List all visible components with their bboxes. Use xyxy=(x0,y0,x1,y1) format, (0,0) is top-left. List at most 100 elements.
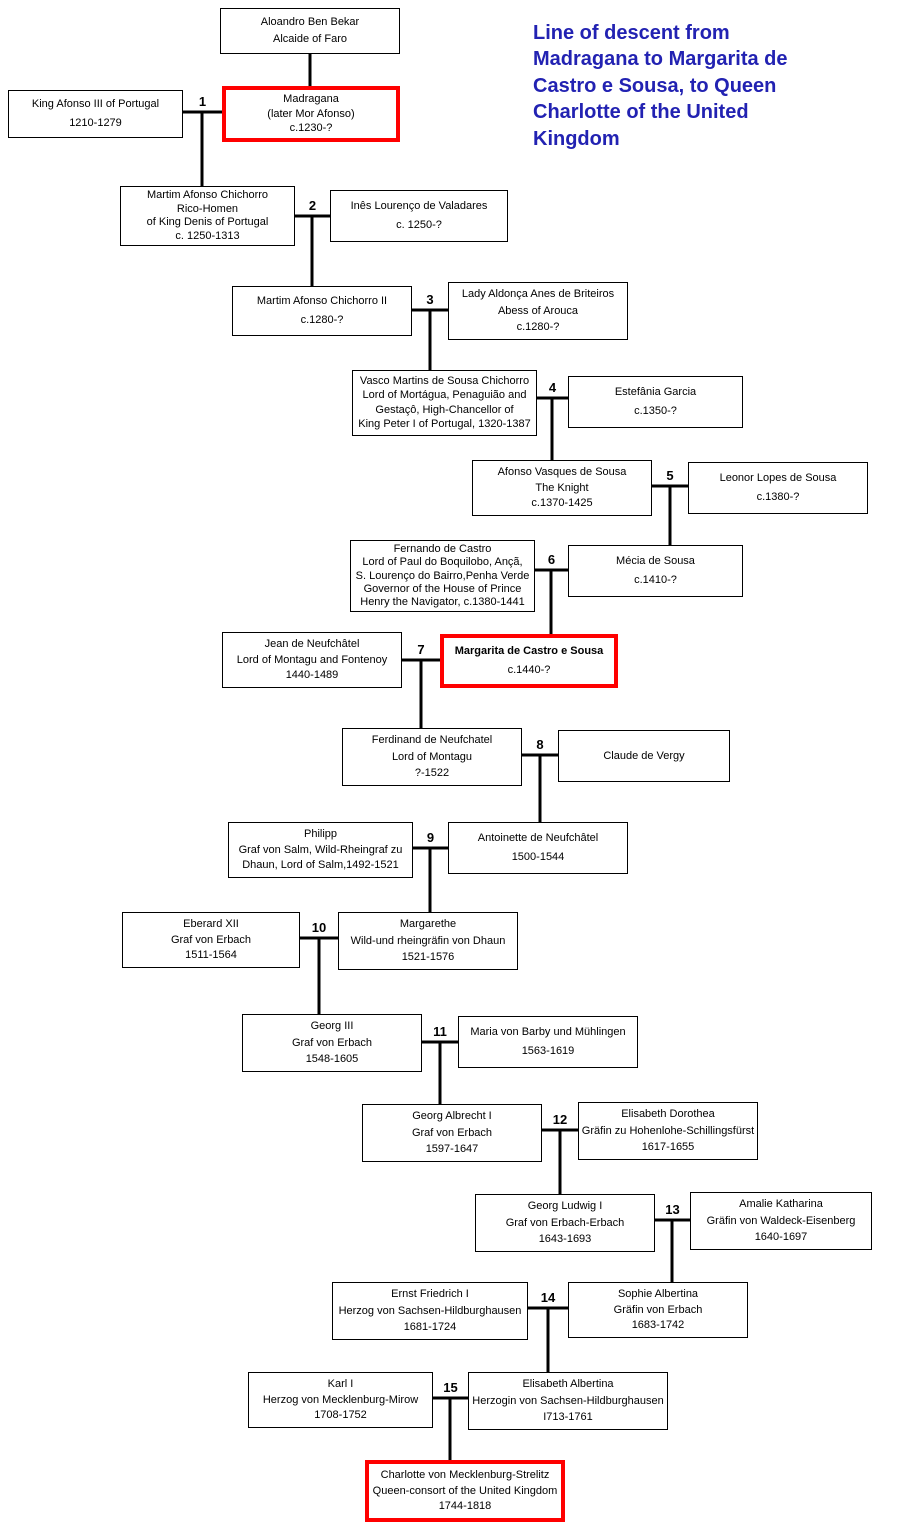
person-name: Margarethe xyxy=(399,918,457,931)
person-detail: 1681-1724 xyxy=(403,1320,457,1333)
person-detail: c.1280-? xyxy=(516,320,560,333)
person-name: Claude de Vergy xyxy=(603,749,685,762)
person-detail: c.1370-1425 xyxy=(531,497,593,510)
person-detail: c.1380-? xyxy=(756,491,800,504)
union-number: 7 xyxy=(417,642,424,657)
union-number: 8 xyxy=(536,737,543,752)
person-detail: Graf von Erbach xyxy=(170,933,252,946)
union-number: 9 xyxy=(427,830,434,845)
person-box-leonor-lopes-de-sousa: Leonor Lopes de Sousa c.1380-? xyxy=(688,462,868,514)
person-detail: 1440-1489 xyxy=(285,669,339,682)
person-name: Sophie Albertina xyxy=(617,1287,699,1300)
person-name: Amalie Katharina xyxy=(739,1198,823,1211)
person-box-martim-afonso-chichorro-ii: Martim Afonso Chichorro II c.1280-? xyxy=(232,286,412,336)
union-number: 1 xyxy=(199,94,206,109)
union-number: 10 xyxy=(312,920,326,935)
person-detail: Gestaçô, High-Chancellor of xyxy=(375,403,514,416)
person-detail: Graf von Erbach-Erbach xyxy=(505,1216,625,1229)
person-detail: Herzog von Mecklenburg-Mirow xyxy=(262,1393,419,1406)
person-detail: Dhaun, Lord of Salm,1492-1521 xyxy=(242,859,399,872)
person-detail: Abess of Arouca xyxy=(497,304,579,317)
person-detail: 1597-1647 xyxy=(425,1142,479,1155)
person-detail: King Peter I of Portugal, 1320-1387 xyxy=(358,418,531,431)
person-detail: Wild-und rheingräfin von Dhaun xyxy=(350,934,506,947)
person-detail: 1511-1564 xyxy=(185,949,237,962)
person-name: Karl I xyxy=(327,1377,354,1390)
person-detail: c. 1250-? xyxy=(396,219,442,232)
person-detail: 1210-1279 xyxy=(69,116,122,129)
person-detail: Queen-consort of the United Kingdom xyxy=(372,1484,558,1497)
person-detail: 1744-1818 xyxy=(438,1500,492,1513)
person-name: Georg Albrecht I xyxy=(412,1110,492,1123)
person-detail: Graf von Erbach xyxy=(411,1126,493,1139)
person-detail: Henry the Navigator, c.1380-1441 xyxy=(360,595,525,608)
person-name: Margarita de Castro e Sousa xyxy=(454,645,604,658)
person-box-ines-lourenco-de-valadares: Inês Lourenço de Valadares c. 1250-? xyxy=(330,190,508,242)
person-detail: c.1280-? xyxy=(300,314,344,326)
person-detail: c.1350-? xyxy=(634,405,677,418)
person-detail: c.1410-? xyxy=(634,574,677,587)
person-name: Fernando de Castro xyxy=(393,543,492,556)
person-name: King Afonso III of Portugal xyxy=(31,98,160,111)
person-detail: Herzog von Sachsen-Hildburghausen xyxy=(338,1304,522,1317)
person-detail: Gräfin von Waldeck-Eisenberg xyxy=(706,1214,856,1227)
person-name: Martim Afonso Chichorro II xyxy=(256,295,388,308)
person-detail: of King Denis of Portugal xyxy=(146,216,269,229)
person-name: Ferdinand de Neufchatel xyxy=(371,734,493,747)
person-name: Estefânia Garcia xyxy=(614,385,697,398)
diagram-title: Line of descent from Madragana to Margar… xyxy=(533,22,788,150)
person-name: Georg III xyxy=(310,1020,354,1033)
person-name: Martim Afonso Chichorro xyxy=(146,189,269,202)
person-detail: 1500-1544 xyxy=(511,851,565,864)
union-number: 3 xyxy=(426,292,433,307)
person-detail: 1640-1697 xyxy=(754,1230,808,1243)
person-name: Philipp xyxy=(303,827,338,840)
person-detail: c.1230-? xyxy=(289,121,333,134)
person-detail: I713-1761 xyxy=(543,1410,593,1423)
person-detail: Graf von Erbach xyxy=(291,1036,373,1049)
person-detail: (later Mor Afonso) xyxy=(267,107,355,120)
person-detail: 1548-1605 xyxy=(305,1052,359,1065)
union-number: 11 xyxy=(433,1024,447,1039)
union-number: 4 xyxy=(549,380,557,395)
person-detail: Lord of Montagu xyxy=(391,750,473,763)
union-number: 14 xyxy=(541,1290,556,1305)
person-detail: Gräfin zu Hohenlohe-Schillingsfürst xyxy=(581,1124,755,1137)
person-name: Leonor Lopes de Sousa xyxy=(719,471,837,484)
person-name: Inês Lourenço de Valadares xyxy=(350,199,488,212)
person-name: Aloandro Ben Bekar xyxy=(260,15,360,28)
person-name: Elisabeth Albertina xyxy=(522,1378,614,1391)
person-name: Madragana xyxy=(283,93,339,106)
person-name: Elisabeth Dorothea xyxy=(621,1108,715,1121)
person-detail: Graf von Salm, Wild-Rheingraf zu xyxy=(238,843,403,856)
person-name: Lady Aldonça Anes de Briteiros xyxy=(461,288,615,301)
union-number: 5 xyxy=(666,468,673,483)
person-detail: ?-1522 xyxy=(414,766,450,779)
union-number: 2 xyxy=(309,198,316,213)
person-detail: Lord of Mortágua, Penaguião and xyxy=(362,389,527,402)
person-detail: The Knight xyxy=(535,481,589,494)
person-name: Antoinette de Neufchâtel xyxy=(477,831,599,844)
person-detail: 1521-1576 xyxy=(401,950,455,963)
person-detail: Gräfin von Erbach xyxy=(613,1303,703,1316)
person-detail: Herzogin von Sachsen-Hildburghausen xyxy=(472,1394,664,1407)
person-detail: S. Lourenço do Bairro,Penha Verde xyxy=(355,569,530,582)
